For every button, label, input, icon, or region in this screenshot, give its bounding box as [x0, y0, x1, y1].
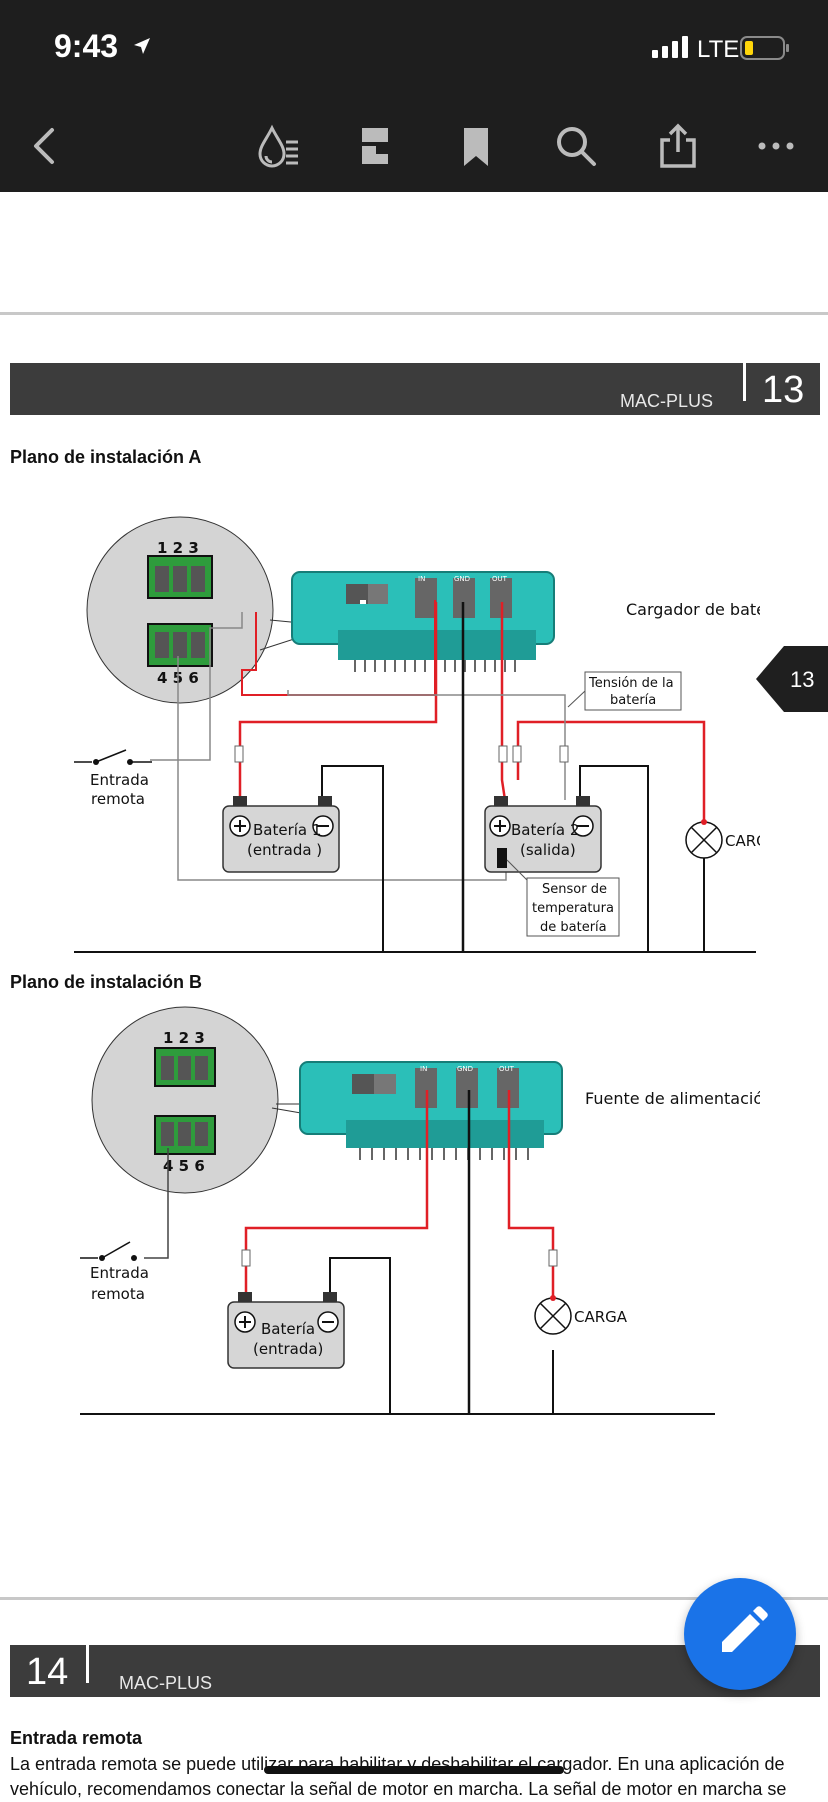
status-time: 9:43: [54, 28, 119, 64]
network-type: LTE: [697, 36, 740, 63]
battery-2: [484, 805, 602, 873]
pin-label-top: 1 2 3: [157, 539, 199, 557]
svg-text:IN: IN: [420, 1065, 427, 1073]
load-label: CARGA: [725, 832, 760, 850]
svg-text:remota: remota: [91, 1285, 145, 1303]
page-number: 14: [26, 1651, 69, 1693]
svg-text:CARGA: CARGA: [574, 1308, 628, 1326]
sensor-label: Sensor de: [542, 882, 607, 897]
svg-text:remota: remota: [91, 790, 145, 808]
edit-button[interactable]: [684, 1578, 796, 1690]
svg-text:GND: GND: [454, 575, 470, 583]
more-icon[interactable]: [752, 122, 800, 170]
svg-text:Batería: Batería: [261, 1320, 315, 1338]
svg-text:de batería: de batería: [540, 920, 607, 935]
remote-input-label: Entrada: [90, 771, 149, 789]
svg-text:OUT: OUT: [499, 1065, 515, 1073]
svg-text:temperatura: temperatura: [532, 901, 614, 916]
page-separator: [0, 312, 828, 315]
wiring-diagram-a: 1 2 3 4 5 6 IN GND OUT Cargador de bater…: [74, 516, 760, 953]
battery-1: [222, 805, 340, 873]
page-number: 13: [762, 369, 805, 411]
page-header-13: MAC-PLUS 13: [10, 363, 820, 415]
home-indicator: [264, 1766, 564, 1774]
battery-icon: [740, 36, 789, 60]
bookmark-icon[interactable]: [452, 122, 500, 170]
voltage-label: Tensión de la: [588, 676, 674, 691]
svg-text:IN: IN: [418, 575, 425, 583]
drop-menu-icon[interactable]: [254, 122, 302, 170]
svg-text:GND: GND: [457, 1065, 473, 1073]
page-layout-icon[interactable]: [352, 122, 400, 170]
svg-text:Batería 2: Batería 2: [511, 821, 579, 839]
page-header-divider: [86, 1645, 89, 1683]
page-header-title: MAC-PLUS: [119, 1673, 213, 1693]
wiring-diagram-b: 1 2 3 4 5 6 IN GND OUT Fuente de aliment…: [80, 1006, 760, 1415]
page-header-title: MAC-PLUS: [620, 391, 714, 411]
page-header-divider: [743, 363, 746, 401]
section-heading: Entrada remota: [10, 1728, 143, 1748]
plan-b-heading: Plano de instalación B: [10, 972, 203, 992]
side-tab-number: 13: [790, 667, 814, 692]
page-side-tab[interactable]: 13: [756, 646, 828, 712]
search-icon[interactable]: [552, 122, 600, 170]
svg-text:Batería 1: Batería 1: [253, 821, 321, 839]
device-label: Cargador de batería: [626, 600, 760, 619]
paragraph-line: La entrada remota se puede utilizar para…: [10, 1754, 785, 1774]
svg-text:batería: batería: [610, 693, 656, 708]
back-icon[interactable]: [22, 122, 70, 170]
status-bar: 9:43 LTE: [0, 0, 828, 100]
plan-a-heading: Plano de instalación A: [10, 447, 202, 467]
svg-text:(entrada): (entrada): [253, 1340, 323, 1358]
location-arrow-icon: [134, 38, 150, 54]
svg-text:(salida): (salida): [520, 841, 576, 859]
battery: [227, 1301, 345, 1369]
reader-toolbar: [0, 100, 828, 192]
svg-text:OUT: OUT: [492, 575, 508, 583]
svg-text:(entrada ): (entrada ): [247, 841, 322, 859]
cellular-signal-icon: [652, 36, 688, 58]
svg-text:Entrada: Entrada: [90, 1264, 149, 1282]
paragraph-line: vehículo, recomendamos conectar la señal…: [10, 1779, 787, 1799]
svg-text:1 2 3: 1 2 3: [163, 1029, 205, 1047]
svg-text:4 5 6: 4 5 6: [163, 1157, 205, 1175]
page-separator: [0, 1597, 828, 1600]
share-icon[interactable]: [654, 122, 702, 170]
device-label: Fuente de alimentación: [585, 1089, 760, 1108]
pencil-icon: [722, 1606, 768, 1652]
page-header-14: 14 MAC-PLUS: [10, 1645, 820, 1697]
